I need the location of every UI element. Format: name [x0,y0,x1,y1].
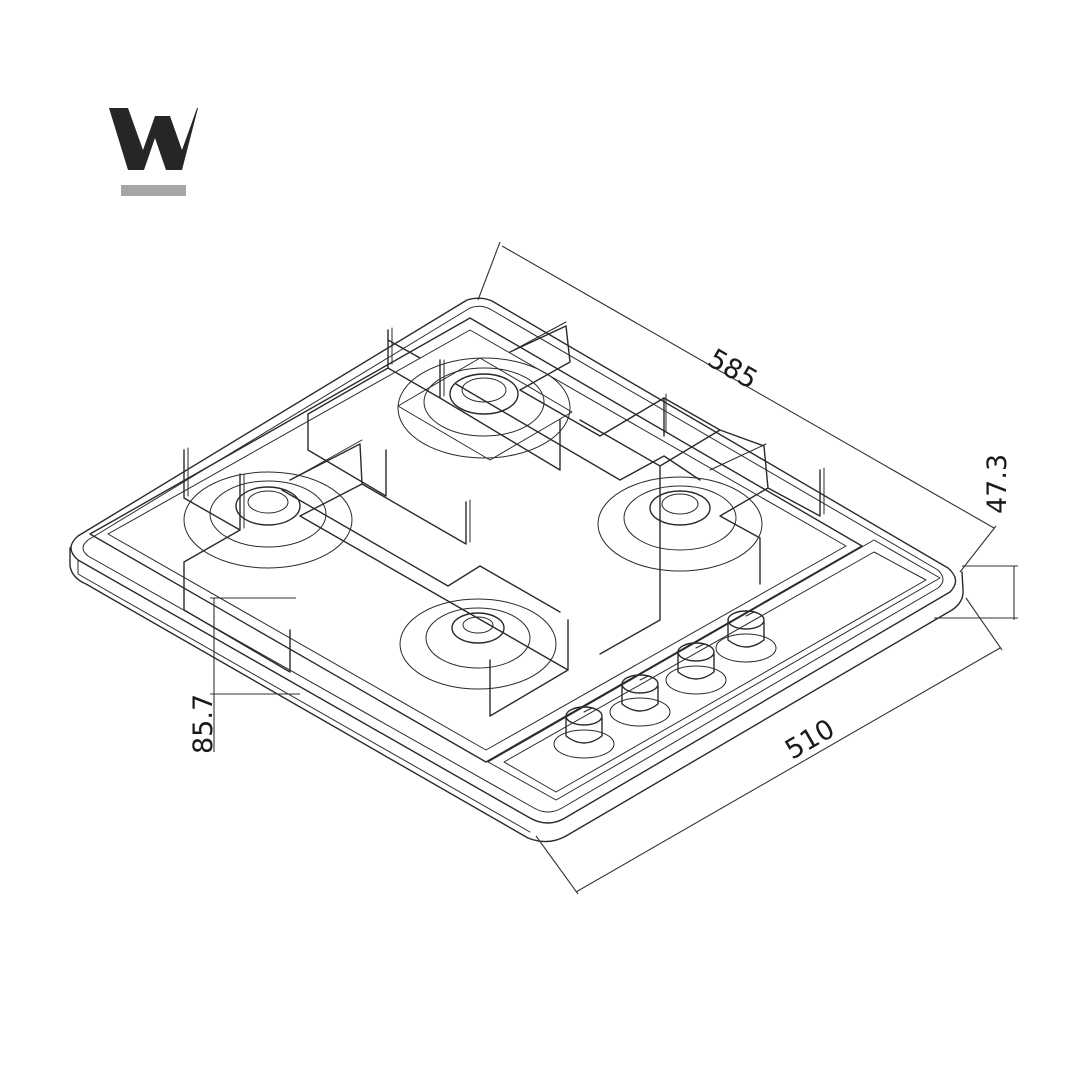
frame-outer-top-inner [82,305,944,813]
burner-cap-front [451,612,505,644]
dimension-width-line [575,647,1001,893]
pan-supports [183,321,825,717]
burner-cap-left [235,486,301,526]
grate-crossbar [281,383,701,613]
dimension-height-label: 47.3 [982,454,1013,514]
grate-front [183,443,569,717]
frame-front-left-face [69,547,567,843]
cooking-tray-inner [107,329,847,751]
dimension-side-label: 85.7 [188,694,219,754]
control-panel-inner [503,551,927,793]
knob-1 [553,706,615,759]
brand-logo: W [0,0,198,196]
grate-right [579,397,821,655]
hob-body [69,297,964,843]
burner-well-right [597,476,763,572]
frame-front-right-face [565,571,964,837]
knob-3 [665,642,727,695]
dimension-depth-line [501,245,995,529]
logo-underline-bar [121,185,186,196]
frame-front-left-face-inner [77,559,531,833]
control-knobs [553,610,777,759]
burner-well-front [399,598,557,690]
knob-4 [715,610,777,663]
dimension-depth-label: 585 [703,343,763,396]
burner-cap-back [449,373,519,415]
logo-w-mark [109,108,198,170]
control-panel [487,539,941,801]
dimension-width-label: 510 [780,713,840,766]
burner-well-left [183,471,353,569]
frame-outer-top [70,297,957,824]
burner-wells [183,357,763,690]
burner-cap-right [649,490,711,526]
burner-well-back [397,357,573,461]
grate-back [307,325,665,497]
knob-2 [609,674,671,727]
dimension-lines [210,241,1018,895]
cooking-tray [89,317,863,763]
logo-letter: W [0,0,1,1]
